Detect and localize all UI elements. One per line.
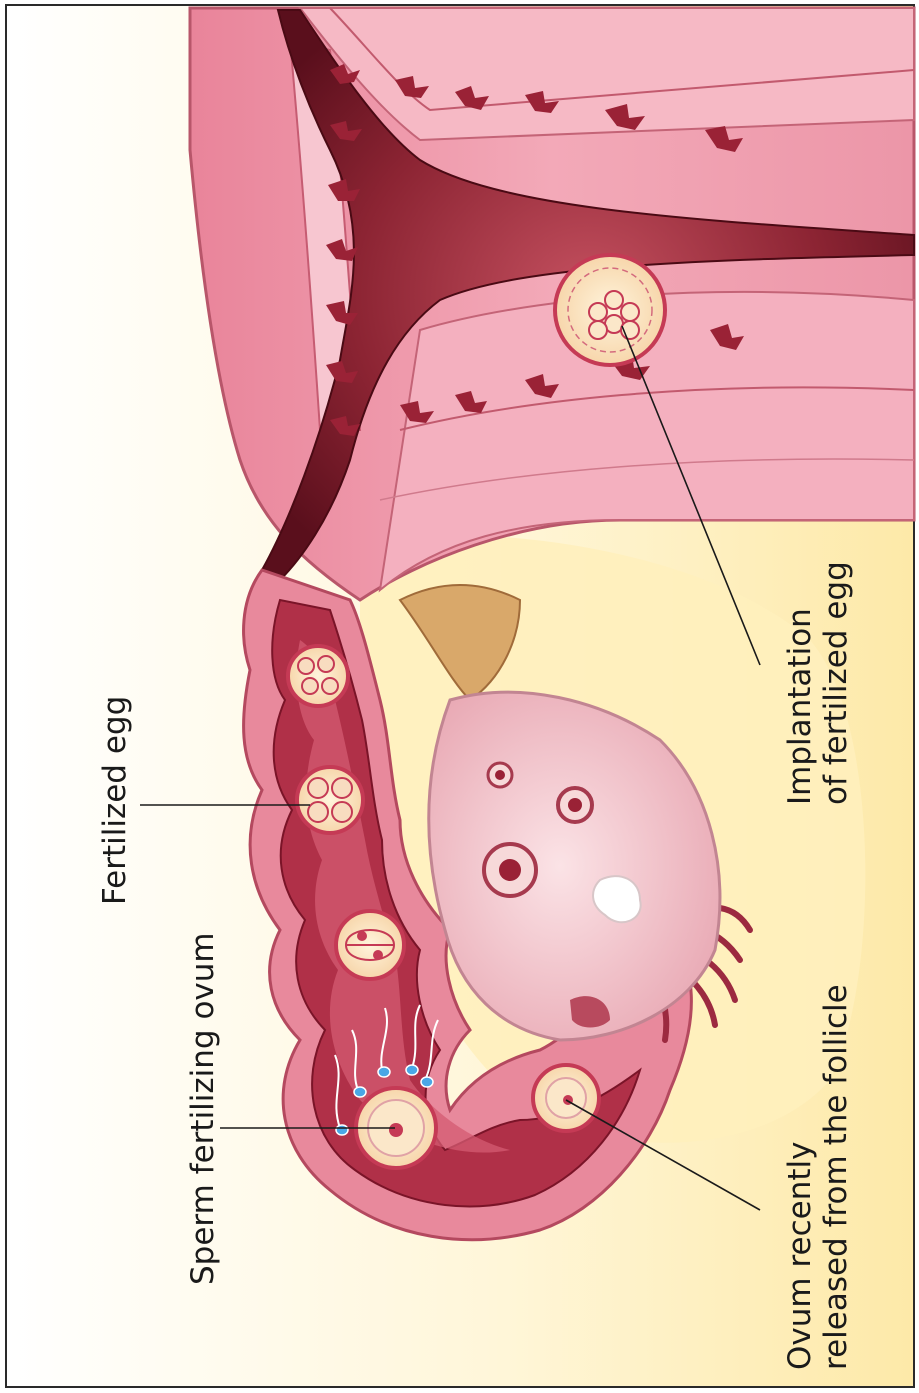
label-implantation-line2: of fertilized egg (818, 561, 854, 805)
implanted-blastocyst (555, 255, 665, 365)
label-implantation-line1: Implantation (782, 608, 818, 805)
label-sperm-fertilizing: Sperm fertilizing ovum (185, 932, 221, 1285)
egg-morula-upper (288, 646, 348, 706)
released-ovum (533, 1065, 599, 1131)
egg-four-cell (297, 767, 363, 833)
egg-two-cell (336, 911, 404, 979)
label-ovum-released-line1: Ovum recently (782, 1142, 818, 1370)
label-ovum-released-line2: released from the follicle (818, 984, 854, 1370)
label-fertilized-egg: Fertilized egg (97, 696, 133, 905)
